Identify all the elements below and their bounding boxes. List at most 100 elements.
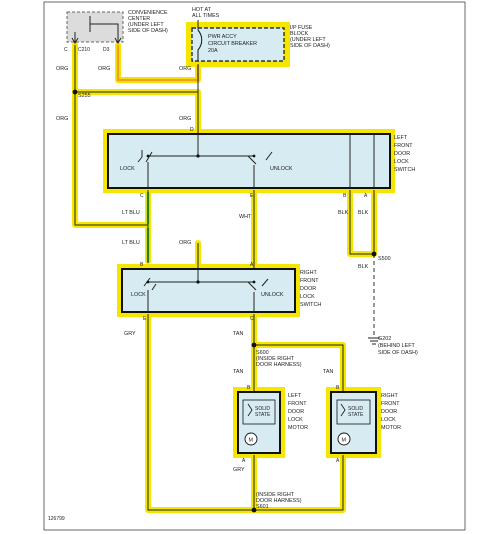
rf-switch-title-4: LOCK: [300, 294, 315, 300]
splice-s601-location-2: DOOR HARNESS): [256, 498, 302, 504]
lf-solid-label: SOLID: [255, 406, 270, 412]
rf-pin-b: B: [140, 262, 144, 268]
convenience-center-label-4: SIDE OF DASH): [128, 28, 168, 34]
breaker-rating-label: 20A: [208, 48, 218, 54]
lf-switch-lock-label: LOCK: [120, 166, 135, 172]
rf-switch-title-3: DOOR: [300, 286, 316, 292]
connector-c210-label: C210: [78, 47, 90, 53]
rf-switch-internals: [143, 269, 269, 312]
rf-switch-highlight: [117, 264, 300, 317]
fuse-block-label-2: BLOCK: [290, 31, 309, 37]
fuse-block-box: [191, 27, 285, 62]
lf-motor-icon: [244, 432, 258, 446]
wire-label-org-3: ORG: [179, 66, 191, 72]
lf-switch-title-5: SWITCH: [394, 167, 415, 173]
splice-s600-location-2: DOOR HARNESS): [256, 362, 302, 368]
convenience-center-label-3: (UNDER LEFT: [128, 22, 164, 28]
convenience-center-label-2: CENTER: [128, 16, 150, 22]
frame-border: [43, 1, 466, 531]
fuse-block-label-4: SIDE OF DASH): [290, 43, 330, 49]
wires: [74, 45, 380, 511]
rf-motor-highlight: [326, 387, 381, 458]
wire-label-org-5: ORG: [179, 116, 191, 122]
wire-label-org-2: ORG: [98, 66, 110, 72]
wire-label-wht: WHT: [239, 214, 252, 220]
splice-dots: [72, 89, 377, 513]
wire-label-org-1: ORG: [56, 66, 68, 72]
lf-motor-title-4: LOCK: [288, 417, 303, 423]
wire-label-org-6: ORG: [179, 240, 191, 246]
lf-motor-pin-a: A: [242, 458, 246, 464]
splice-s601-label: S601: [256, 504, 269, 510]
lf-switch-unlock-label: UNLOCK: [270, 166, 293, 172]
lf-switch-title-4: LOCK: [394, 159, 409, 165]
ground-g202-label: G202: [378, 336, 391, 342]
rf-motor-title-1: RIGHT: [381, 393, 398, 399]
lf-motor-title-1: LEFT: [288, 393, 302, 399]
lf-motor-pin-b: B: [247, 385, 251, 391]
hot-at-label: HOT AT: [192, 7, 212, 13]
pin-d3-label: D3: [103, 47, 110, 53]
rf-motor-pin-b: B: [336, 385, 340, 391]
rf-pin-c: C: [250, 316, 254, 322]
splice-s600-location-1: (INSIDE RIGHT: [256, 356, 295, 362]
lf-switch-title-2: FRONT: [394, 143, 413, 149]
rf-motor-title-5: MOTOR: [381, 425, 401, 431]
lf-motor-highlight: [233, 387, 285, 458]
rf-switch-lock-label: LOCK: [131, 292, 146, 298]
rf-pin-a: A: [250, 262, 254, 268]
rf-switch-unlock-label: UNLOCK: [261, 292, 284, 298]
convenience-center-label: CONVENIENCE: [128, 10, 168, 16]
lf-motor-title-3: DOOR: [288, 409, 304, 415]
lf-switch-title-3: DOOR: [394, 151, 410, 157]
pin-c-label: C: [64, 47, 68, 53]
breaker-highlight: [186, 22, 290, 67]
breaker-type-label: CIRCUIT BREAKER: [208, 41, 257, 47]
wire-label-blk-2: BLK: [358, 210, 369, 216]
convenience-center-box: [66, 11, 124, 43]
convenience-center-bus: [89, 16, 119, 32]
rf-state-label: STATE: [348, 412, 364, 418]
wire-label-tan-3: TAN: [323, 369, 333, 375]
lf-motor-title-2: FRONT: [288, 401, 307, 407]
lf-switch-title-1: LEFT: [394, 135, 408, 141]
rf-solid-label: SOLID: [348, 406, 363, 412]
lf-pin-c: C: [140, 193, 144, 199]
rf-switch-title-2: FRONT: [300, 278, 319, 284]
rf-motor-icon: [337, 432, 351, 446]
ground-symbol: [368, 337, 380, 345]
lf-pin-e: E: [250, 193, 254, 199]
rf-switch-title-1: RIGHT: [300, 270, 317, 276]
wire-label-lt-blu-1: LT BLU: [122, 210, 140, 216]
diagram-code: 126799: [48, 516, 65, 522]
lf-pin-a: A: [364, 193, 368, 199]
wire-label-blk-1: BLK: [338, 210, 349, 216]
wire-label-org-4: ORG: [56, 116, 68, 122]
rf-solid-state-module: [336, 399, 371, 425]
wire-label-gry-1: GRY: [124, 331, 136, 337]
rf-switch-title-5: SWITCH: [300, 302, 321, 308]
ground-location-2: SIDE OF DASH): [378, 350, 418, 356]
rf-motor-title-3: DOOR: [381, 409, 397, 415]
rf-door-lock-switch: [121, 268, 296, 313]
rf-solid-state-icon: [340, 403, 346, 417]
rf-motor-title-2: FRONT: [381, 401, 400, 407]
lf-state-label: STATE: [255, 412, 271, 418]
splice-s255-label: S255: [78, 93, 91, 99]
ground-location-1: (BEHIND LEFT: [378, 343, 416, 349]
wire-label-tan-2: TAN: [233, 369, 243, 375]
fuse-block-label-3: (UNDER LEFT: [290, 37, 326, 43]
wire-label-gry-2: GRY: [233, 467, 245, 473]
lf-door-lock-switch: [107, 133, 391, 189]
breaker-name-label: PWR ACCY: [208, 34, 237, 40]
rf-motor-symbol: M: [342, 438, 347, 444]
splice-s500-label: S500: [378, 256, 391, 262]
wire-label-lt-blu-2: LT BLU: [122, 240, 140, 246]
wire-label-blk-3: BLK: [358, 264, 369, 270]
lf-solid-state-icon: [247, 403, 253, 417]
rf-pin-e: E: [143, 316, 147, 322]
splice-s600-label: S600: [256, 350, 269, 356]
rf-motor-pin-a: A: [336, 458, 340, 464]
